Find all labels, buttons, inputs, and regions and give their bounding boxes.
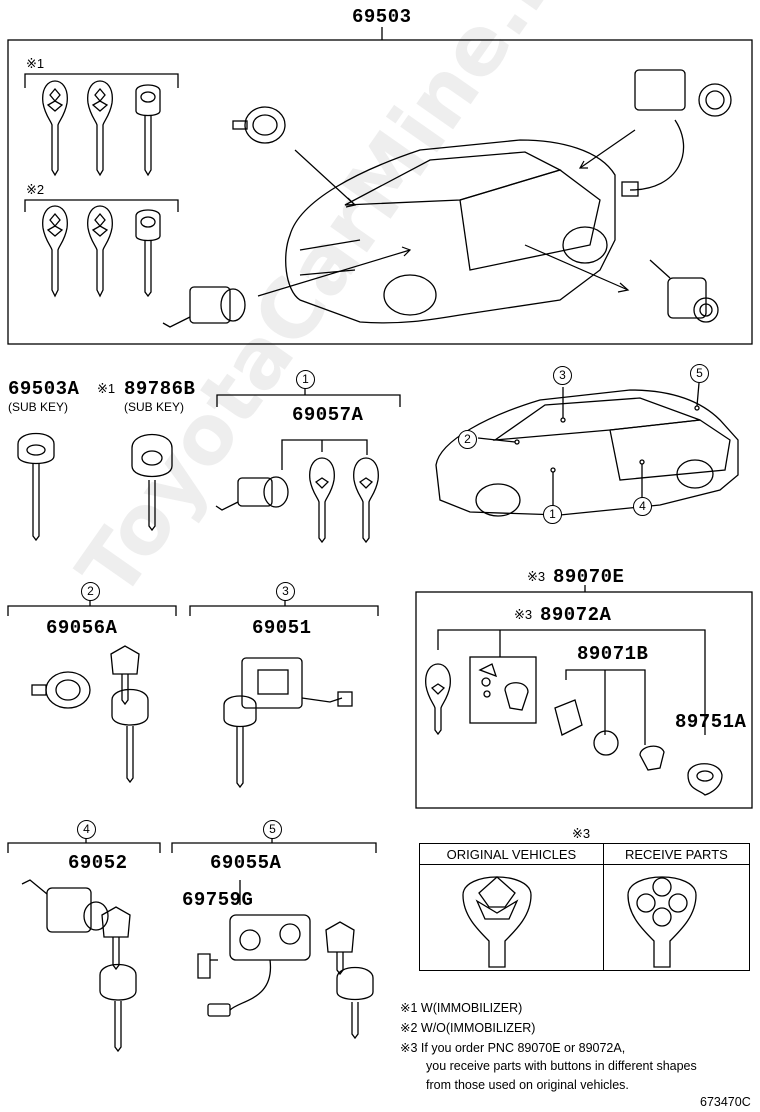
main-group-frame (7, 27, 753, 345)
part-number-69057A: 69057A (292, 404, 364, 426)
arrow-markers (257, 129, 636, 297)
callout-2: 2 (81, 582, 100, 601)
sub-key-label-1: (SUB KEY) (8, 400, 69, 414)
trunk-cylinder-icon (162, 286, 246, 328)
cell-original-key (419, 864, 604, 971)
note-immobilizer: ※1 W(IMMOBILIZER) (400, 1001, 523, 1015)
callout-4-locator: 4 (633, 497, 652, 516)
key-icon-a3 (135, 84, 161, 177)
car-illustration-main (285, 139, 616, 324)
car-illustration-locator (435, 382, 739, 517)
key-icon-b3 (135, 209, 161, 298)
set-69051 (189, 600, 379, 789)
note-order-info: ※3 If you order PNC 89070E or 89072A, (400, 1041, 626, 1055)
mark-comparison: ※3 (572, 826, 591, 841)
part-number-69503A: 69503A (8, 378, 80, 400)
key-icon-a1 (42, 80, 68, 177)
key-icon-a2 (87, 80, 113, 177)
figure-code: 673470C (700, 1095, 751, 1109)
part-number-69056A: 69056A (46, 617, 118, 639)
set-89070E (415, 585, 753, 809)
callout-1-locator: 1 (543, 505, 562, 524)
column-receive-parts: RECEIVE PARTS (602, 843, 751, 865)
part-number-89071B: 89071B (577, 643, 649, 665)
callout-1: 1 (296, 370, 315, 389)
callout-2-locator: 2 (458, 430, 477, 449)
callout-5-locator: 5 (690, 364, 709, 383)
door-cylinder-icon (232, 106, 286, 144)
comparison-table: ORIGINAL VEHICLES RECEIVE PARTS (419, 843, 751, 971)
sub-key-label-2: (SUB KEY) (124, 400, 185, 414)
mark-89072A: ※3 (514, 607, 533, 622)
sub-key-89786B (131, 434, 173, 532)
part-number-89070E: 89070E (553, 566, 625, 588)
part-number-69051: 69051 (252, 617, 312, 639)
callout-5: 5 (263, 820, 282, 839)
key-bracket-1 (24, 73, 179, 212)
note-order-info-2: you receive parts with buttons in differ… (426, 1059, 697, 1073)
part-number-69055A: 69055A (210, 852, 282, 874)
set-69057A (215, 388, 401, 544)
lock-cylinder-icon-right (649, 259, 719, 323)
mark-89070E: ※3 (527, 569, 546, 584)
set-69055A (171, 836, 377, 1040)
sub-key-69503A (17, 432, 55, 542)
part-number-89072A: 89072A (540, 604, 612, 626)
mark-wo-immobilizer: ※2 (26, 182, 45, 197)
set-69056A (7, 600, 177, 784)
callout-3: 3 (276, 582, 295, 601)
key-icon-b1 (42, 205, 68, 298)
set-69052 (7, 836, 161, 1053)
key-icon-b2 (87, 205, 113, 298)
part-number-69052: 69052 (68, 852, 128, 874)
note-order-info-3: from those used on original vehicles. (426, 1078, 629, 1092)
callout-3-locator: 3 (553, 366, 572, 385)
mark-w-immobilizer: ※1 (26, 56, 45, 71)
part-number-69759G: 69759G (182, 889, 254, 911)
cell-receive-key (602, 864, 751, 971)
note-without-immobilizer: ※2 W/O(IMMOBILIZER) (400, 1021, 536, 1035)
callout-4: 4 (77, 820, 96, 839)
part-number-89751A: 89751A (675, 711, 747, 733)
part-number-89786B: 89786B (124, 378, 196, 400)
mark-89786B: ※1 (97, 381, 116, 396)
column-original-vehicles: ORIGINAL VEHICLES (419, 843, 604, 865)
ignition-assembly-icon (621, 69, 732, 197)
part-number-69503: 69503 (352, 6, 412, 28)
